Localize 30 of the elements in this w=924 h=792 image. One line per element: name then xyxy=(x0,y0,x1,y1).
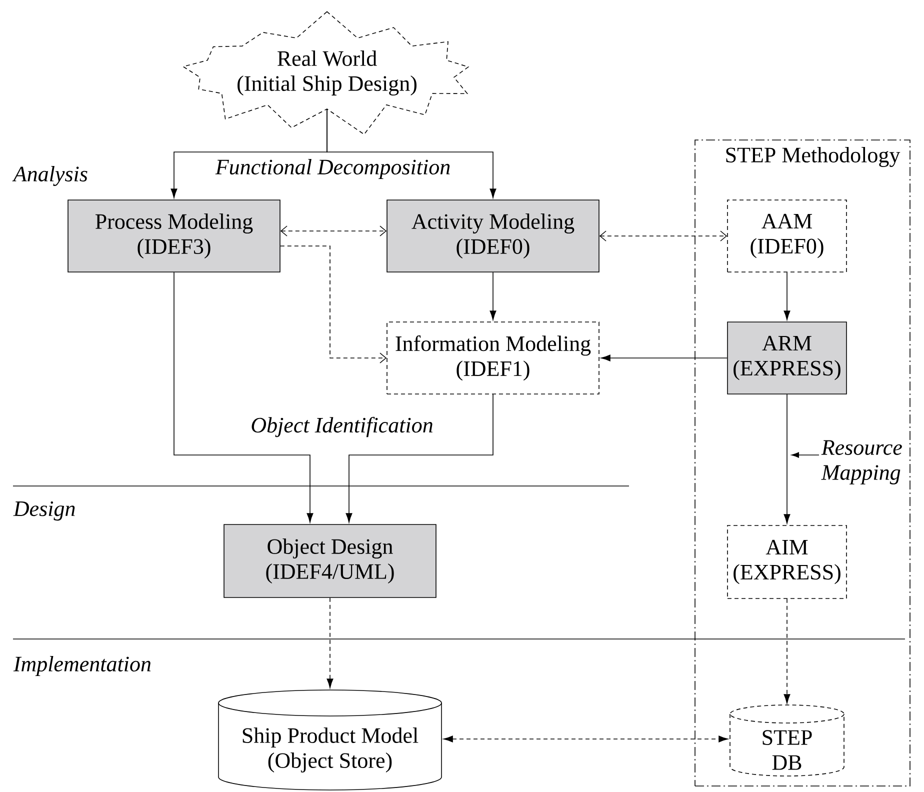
edge-label: Resource Mapping xyxy=(821,440,902,484)
process-box: AAM (IDEF0) xyxy=(727,200,847,272)
process-box: Process Modeling (IDEF3) xyxy=(68,200,280,272)
arrow xyxy=(174,272,314,523)
arrow xyxy=(326,598,334,688)
arrow xyxy=(784,598,790,704)
section-label: Design xyxy=(13,501,75,521)
process-box: AIM (EXPRESS) xyxy=(727,525,847,599)
database-cylinder: Ship Product Model (Object Store) xyxy=(218,690,442,790)
process-box: ARM (EXPRESS) xyxy=(727,322,847,394)
arrow xyxy=(280,226,387,236)
arrow xyxy=(443,736,728,742)
node-label: (Object Store) xyxy=(268,752,392,772)
arrow xyxy=(784,394,790,524)
arrow xyxy=(600,354,728,362)
section-label: Functional Decomposition xyxy=(215,159,450,179)
process-box: Information Modeling (IDEF1) xyxy=(386,322,600,394)
section-label: Analysis xyxy=(12,166,88,186)
arrow xyxy=(280,246,387,364)
section-label: Object Identification xyxy=(252,416,432,438)
database-cylinder: STEP DB xyxy=(730,704,844,776)
process-box: Object Design (IDEF4/UML) xyxy=(224,524,436,598)
arrow xyxy=(784,272,790,320)
arrow xyxy=(346,394,494,523)
arrow xyxy=(490,272,496,320)
process-box: Activity Modeling (IDEF0) xyxy=(386,200,600,272)
arrow xyxy=(599,230,728,242)
section-label: Implementation xyxy=(13,656,151,676)
arrow xyxy=(326,109,496,198)
node-label: Ship Product Model xyxy=(242,728,418,748)
